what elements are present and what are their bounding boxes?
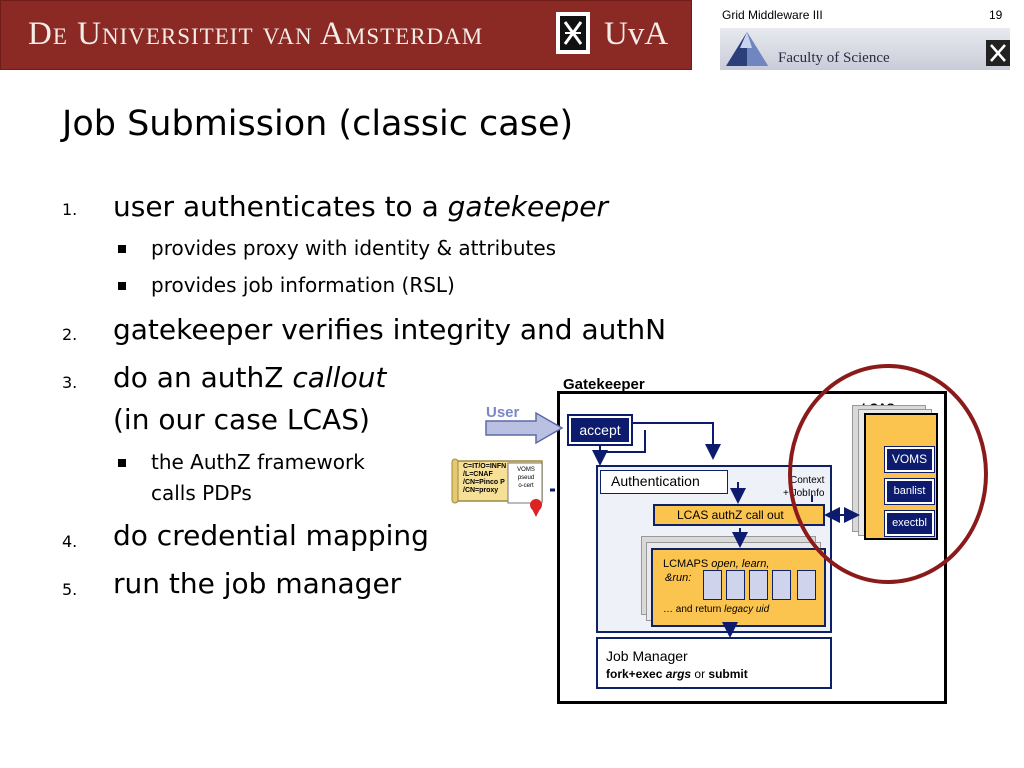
square-bullet-icon [118,245,126,253]
item-number: 2. [62,325,78,344]
bullet-item: run the job manager [113,567,402,600]
item-number: 1. [62,200,78,219]
square-bullet-icon [118,282,126,290]
gatekeeper-label: Gatekeeper [563,376,645,393]
university-abbreviation: UvA [604,16,669,52]
exectbl-plugin: exectbl [885,511,934,536]
cert-line: C=IT/O=INFN [463,463,507,470]
lcmaps-run-label: &run: [665,572,692,584]
job-manager-label: Job Manager [606,648,688,664]
bullet-text: do an authZ [113,361,293,394]
lcmaps-plugin-slot [726,570,745,600]
item-number: 5. [62,580,78,599]
slide-number: 19 [989,8,1003,22]
job-manager-command: fork+exec args or submit [606,667,748,681]
bullet-item: user authenticates to a gatekeeper [113,190,608,223]
course-title: Grid Middleware III [722,8,823,22]
voms-line: VOMS [517,467,535,473]
lcmaps-return-emphasis: legacy uid [724,604,770,615]
jobinfo-label: + JobInfo [783,488,825,499]
sub-bullet: the AuthZ framework [151,450,365,474]
item-number: 4. [62,532,78,551]
user-label: User [486,404,520,421]
slide-title: Job Submission (classic case) [62,104,574,144]
cert-line: /CN=Pinco P [463,479,505,486]
proxy-certificate-icon [450,455,548,517]
faculty-seal-icon [986,40,1010,66]
bullet-item: do an authZ callout [113,361,386,394]
accept-to-loop-connector [633,422,721,460]
sub-bullet: provides proxy with identity & attribute… [151,236,557,260]
university-name: De Universiteit van Amsterdam [28,16,484,52]
sub-bullet-continuation: calls PDPs [151,481,252,505]
lcas-callout-box: LCAS authZ call out [653,504,825,526]
voms-plugin: VOMS [885,447,934,472]
accept-box: accept [569,416,631,444]
lcmaps-return-label: … and return legacy uid [663,604,769,615]
bullet-item: do credential mapping [113,519,429,552]
item-number: 3. [62,373,78,392]
lcmaps-plugin-slot [797,570,816,600]
context-label: Context [790,475,825,486]
lcmaps-label: LCMAPS open, learn, [663,558,769,570]
faculty-banner [720,28,1010,70]
faculty-pyramid-icon [722,28,772,74]
user-arrow-icon [484,410,566,450]
bullet-text: user authenticates to a [113,190,448,223]
cert-line: /L=CNAF [463,471,493,478]
faculty-name: Faculty of Science [778,50,890,66]
sub-bullet: provides job information (RSL) [151,273,455,297]
voms-pseudo-cert: VOMS pseud o-cert [511,466,541,490]
or-text: or [691,667,709,681]
args-text: args [665,667,692,681]
banlist-plugin: banlist [885,479,934,504]
voms-line: o-cert [518,483,534,489]
lcmaps-plugin-slot [749,570,768,600]
lcmaps-plugin-slot [703,570,722,600]
fork-exec-text: fork+exec [606,667,666,681]
job-manager-box [596,637,832,689]
lcas-highlight-ring [788,364,988,584]
bullet-emphasis: callout [292,361,387,394]
authentication-box: Authentication [600,470,728,494]
lcmaps-text: LCMAPS [663,558,712,570]
bullet-emphasis: gatekeeper [447,190,608,223]
square-bullet-icon [118,459,126,467]
lcmaps-emphasis: open, learn, [711,558,770,570]
bullet-item: gatekeeper verifies integrity and authN [113,313,667,346]
cert-subject: C=IT/O=INFN /L=CNAF /CN=Pinco P /CN=prox… [463,463,506,495]
submit-text: submit [708,667,748,681]
lcmaps-plugin-slot [772,570,791,600]
university-seal-icon [556,12,590,54]
cert-line: /CN=proxy [463,487,499,494]
lcmaps-return-text: … and return [663,604,725,615]
voms-line: pseud [517,475,535,481]
bullet-item-continuation: (in our case LCAS) [113,403,370,436]
accept-loop-return [600,430,646,453]
